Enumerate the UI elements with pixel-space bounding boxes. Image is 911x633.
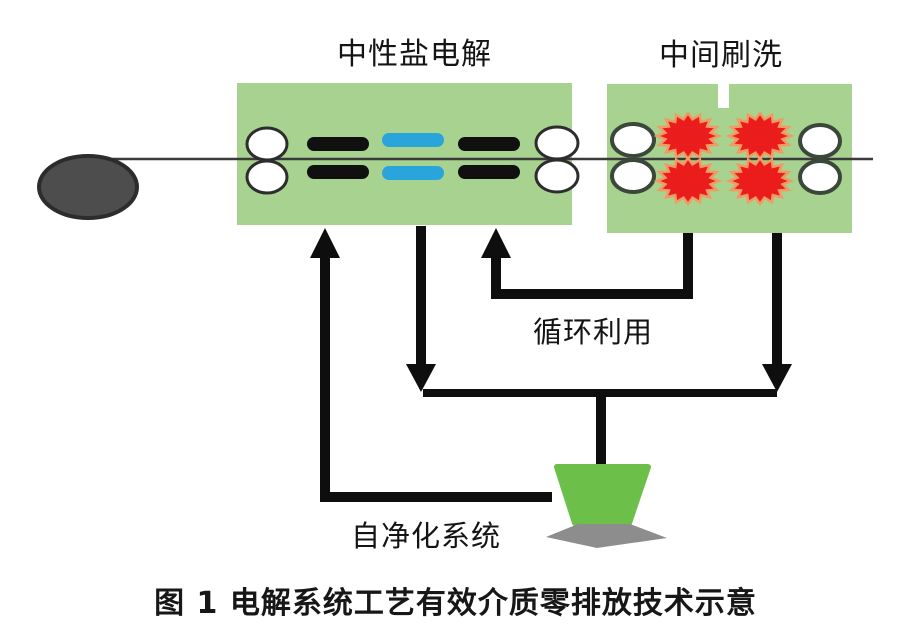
arrowhead-down-icon <box>406 364 436 392</box>
roller-icon <box>610 122 656 158</box>
pipe-lines <box>320 226 782 502</box>
roller-icon <box>798 159 842 195</box>
funnel-shadow <box>546 524 667 548</box>
electrode-bar-blue <box>382 166 444 180</box>
arrowhead-down-icon <box>762 364 792 392</box>
arrowhead-up-icon <box>481 228 511 258</box>
self-purification-return-pipe <box>320 256 552 502</box>
roller-icon <box>245 159 289 195</box>
steel-coil-icon <box>37 154 139 220</box>
electrode-bar-black <box>307 165 369 179</box>
collection-funnel-icon <box>554 464 651 526</box>
brushing-section-label: 中间刷洗 <box>659 38 783 73</box>
recycle-label: 循环利用 <box>533 315 654 349</box>
roller-icon <box>245 126 289 162</box>
electrode-bar-black <box>458 165 520 179</box>
brush-roll-icon <box>655 111 721 161</box>
brush-roll-icon <box>727 156 793 206</box>
electrode-bar-blue <box>382 133 444 147</box>
self-purification-label: 自净化系统 <box>351 519 502 553</box>
arrowheads <box>310 228 792 392</box>
electrolysis-rollers <box>245 125 580 195</box>
electrode-bar-black <box>307 137 369 151</box>
arrowhead-up-icon <box>310 228 340 258</box>
brush-roll-icon <box>727 111 793 161</box>
electrolysis-section-label: 中性盐电解 <box>337 37 492 72</box>
brush-roll-icon <box>655 156 721 206</box>
electrode-bar-black <box>458 137 520 151</box>
roller-icon <box>798 123 842 159</box>
electrode-bars <box>307 133 520 180</box>
brushing-rollers <box>610 122 842 195</box>
electrolysis-box <box>237 83 572 225</box>
roller-icon <box>534 125 580 161</box>
roller-icon <box>610 158 656 194</box>
roller-icon <box>534 158 580 194</box>
recycle-pipe <box>491 233 693 299</box>
figure-caption: 图 1 电解系统工艺有效介质零排放技术示意 <box>154 586 757 621</box>
brushing-box-divider-notch <box>718 84 729 108</box>
